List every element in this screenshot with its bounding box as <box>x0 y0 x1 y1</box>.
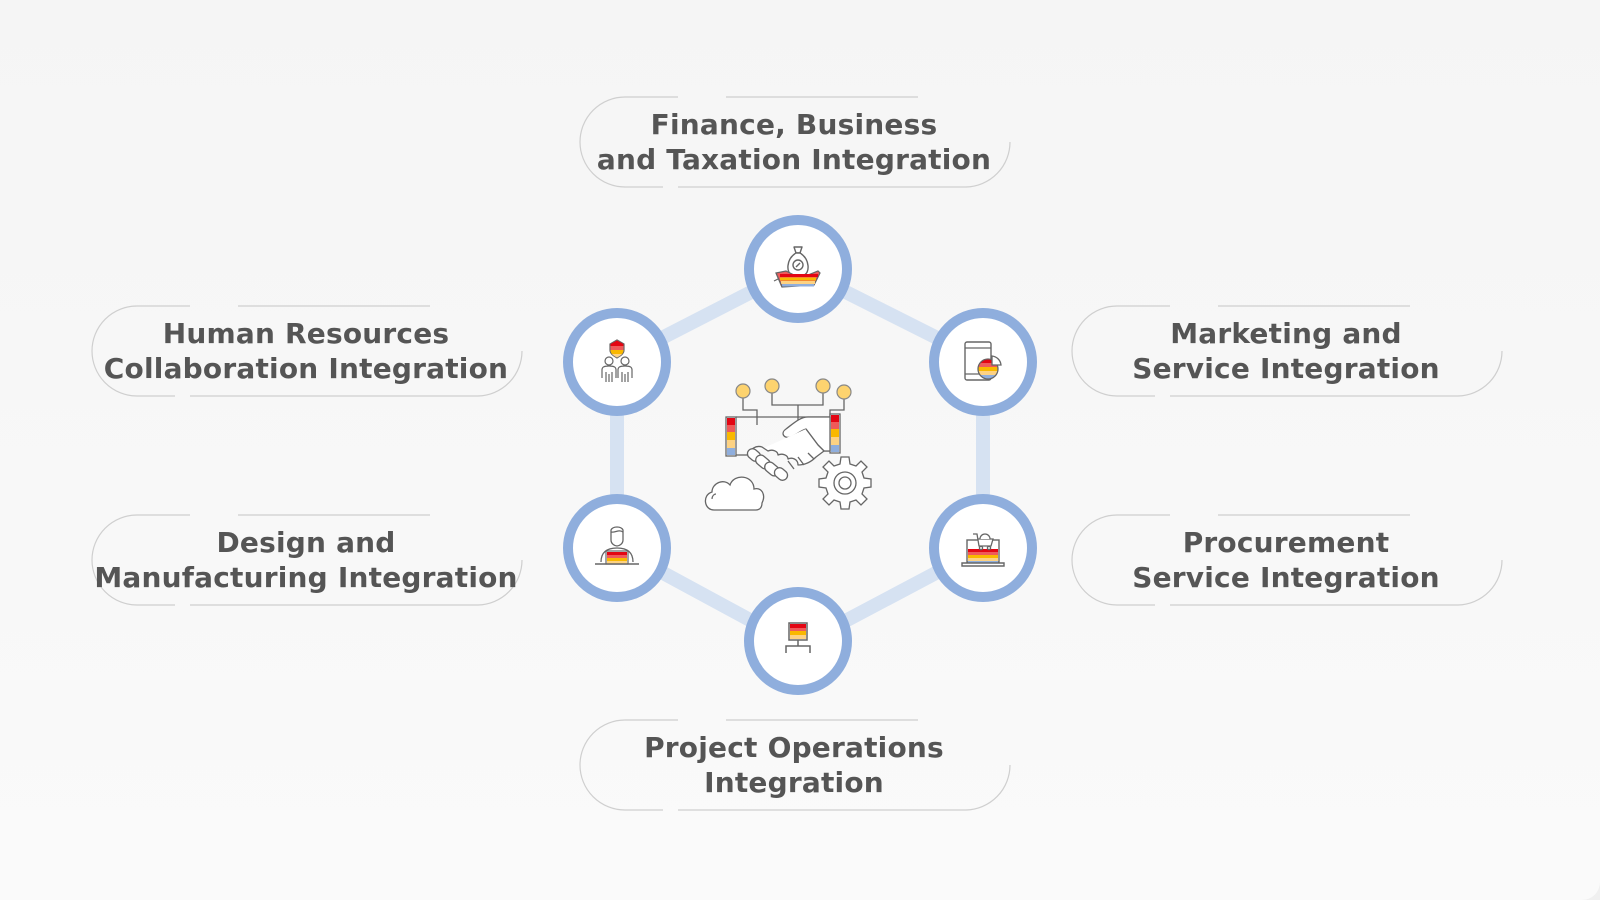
network-dot <box>815 378 831 394</box>
gear-icon <box>818 456 872 510</box>
label-frame <box>91 305 523 397</box>
org-chart-icon <box>785 622 811 653</box>
label-frame <box>579 96 1011 188</box>
label-frame <box>579 719 1011 811</box>
label-frame <box>91 514 523 606</box>
tablet-pie-chart-icon <box>964 341 1002 381</box>
laptop-cart-icon <box>961 533 1005 567</box>
label-hr-line1: Human Resources <box>162 317 450 350</box>
label-design: Design and Manufacturing Integration <box>90 514 523 606</box>
left-cuff <box>725 416 737 457</box>
label-marketing: Marketing and Service Integration <box>1070 305 1503 397</box>
network-dot <box>836 384 852 400</box>
label-project-line1: Project Operations <box>644 731 944 764</box>
network-dot <box>735 383 751 399</box>
network-dot <box>764 378 780 394</box>
label-procurement-line1: Procurement <box>1182 526 1390 559</box>
label-marketing-line1: Marketing and <box>1170 317 1402 350</box>
label-project-line2: Integration <box>704 766 884 799</box>
label-procurement: Procurement Service Integration <box>1070 514 1503 606</box>
label-finance: Finance, Business and Taxation Integrati… <box>578 96 1011 188</box>
label-finance-line1: Finance, Business <box>650 108 938 141</box>
label-procurement-line2: Service Integration <box>1132 561 1440 594</box>
label-marketing-line2: Service Integration <box>1132 352 1440 385</box>
right-cuff <box>829 413 841 454</box>
node-procurement <box>929 494 1037 602</box>
team-shield-icon <box>601 339 633 382</box>
label-project: Project Operations Integration <box>578 719 1011 811</box>
label-frame <box>1071 305 1503 397</box>
label-hr-line2: Collaboration Integration <box>103 352 509 385</box>
node-marketing <box>929 308 1037 416</box>
network-dots <box>735 378 852 400</box>
node-hr <box>563 308 671 416</box>
label-hr: Human Resources Collaboration Integratio… <box>90 305 523 397</box>
designer-laptop-icon <box>595 526 639 565</box>
label-design-line2: Manufacturing Integration <box>94 561 518 594</box>
handshake-network-icon <box>704 378 872 511</box>
label-design-line1: Design and <box>216 526 396 559</box>
node-design <box>563 494 671 602</box>
label-finance-line2: and Taxation Integration <box>596 143 992 176</box>
label-frame <box>1071 514 1503 606</box>
node-finance <box>744 215 852 323</box>
node-project <box>744 587 852 695</box>
money-bag-hand-icon <box>773 246 821 288</box>
cloud-icon <box>704 476 765 511</box>
